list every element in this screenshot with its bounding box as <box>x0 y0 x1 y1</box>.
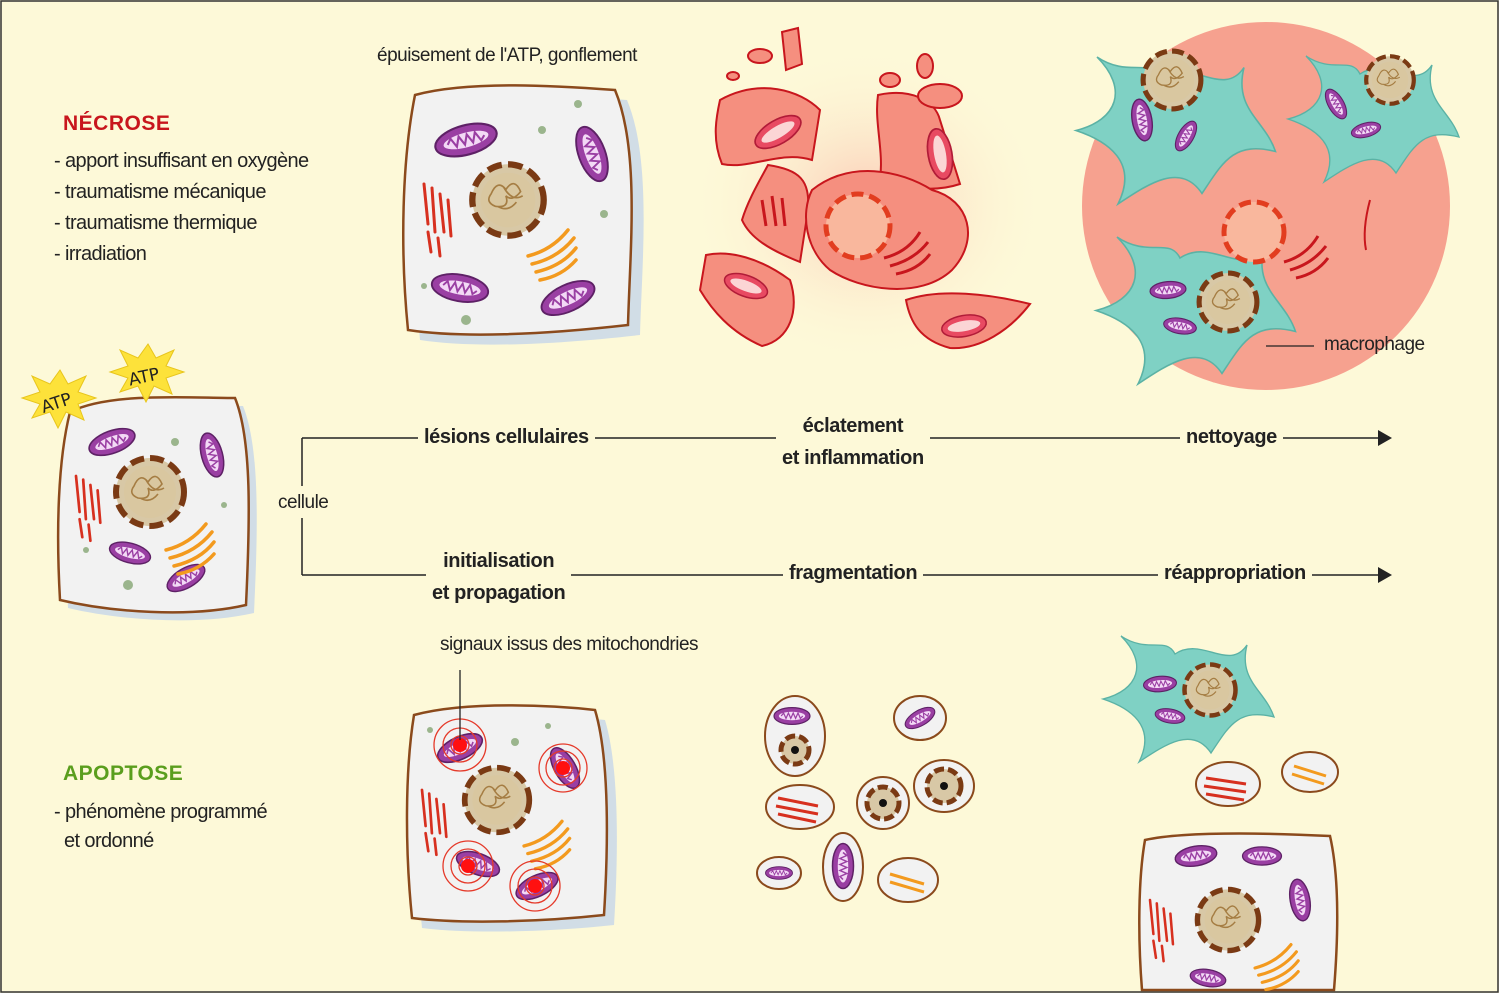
flow-bottom-step2: fragmentation <box>783 562 924 585</box>
flow-top-step2: éclatement et inflammation <box>776 410 930 474</box>
flow-top-step1: lésions cellulaires <box>418 426 595 449</box>
flow-bottom-step3: réappropriation <box>1158 562 1312 585</box>
arrowhead-bottom <box>1378 567 1392 583</box>
apoptose-cause-line1: - phénomène programmé <box>54 801 268 823</box>
necrose-title: NÉCROSE <box>63 112 171 135</box>
flow-bottom-step1: initialisation et propagation <box>426 545 572 609</box>
caption-mito-signals: signaux issus des mitochondries <box>440 634 699 655</box>
reappropriation-scene <box>1102 635 1339 992</box>
necrose-cause-2: - traumatisme mécanique <box>54 181 266 203</box>
flow-bottom-step1-line2: et propagation <box>432 582 566 604</box>
necrose-cause-1: - apport insuffisant en oxygène <box>54 150 309 172</box>
bursting-cell <box>688 26 1048 365</box>
flow-bottom-step1-line1: initialisation <box>443 550 555 572</box>
apoptose-title: APOPTOSE <box>63 762 184 785</box>
cellule-label: cellule <box>278 490 329 516</box>
macrophage-scene <box>1075 22 1460 390</box>
apoptotic-bodies <box>756 695 975 903</box>
flow-top-step2-line1: éclatement <box>802 415 904 437</box>
atp-star-right: ATP <box>108 343 186 404</box>
swollen-cell <box>402 84 644 345</box>
caption-atp-depletion: épuisement de l'ATP, gonflement <box>377 45 637 66</box>
necrose-cause-3: - traumatisme thermique <box>54 212 258 234</box>
apoptosis-signal-cell <box>405 670 617 932</box>
flow-top-step3: nettoyage <box>1180 426 1283 449</box>
arrowhead-top <box>1378 430 1392 446</box>
necrose-cause-4: - irradiation <box>54 243 147 265</box>
atp-star-left: ATP <box>20 369 98 430</box>
caption-macrophage: macrophage <box>1324 334 1425 355</box>
flow-top-step2-line2: et inflammation <box>782 447 924 469</box>
apoptose-cause-line2: et ordonné <box>64 830 154 852</box>
resting-cell <box>56 395 257 621</box>
